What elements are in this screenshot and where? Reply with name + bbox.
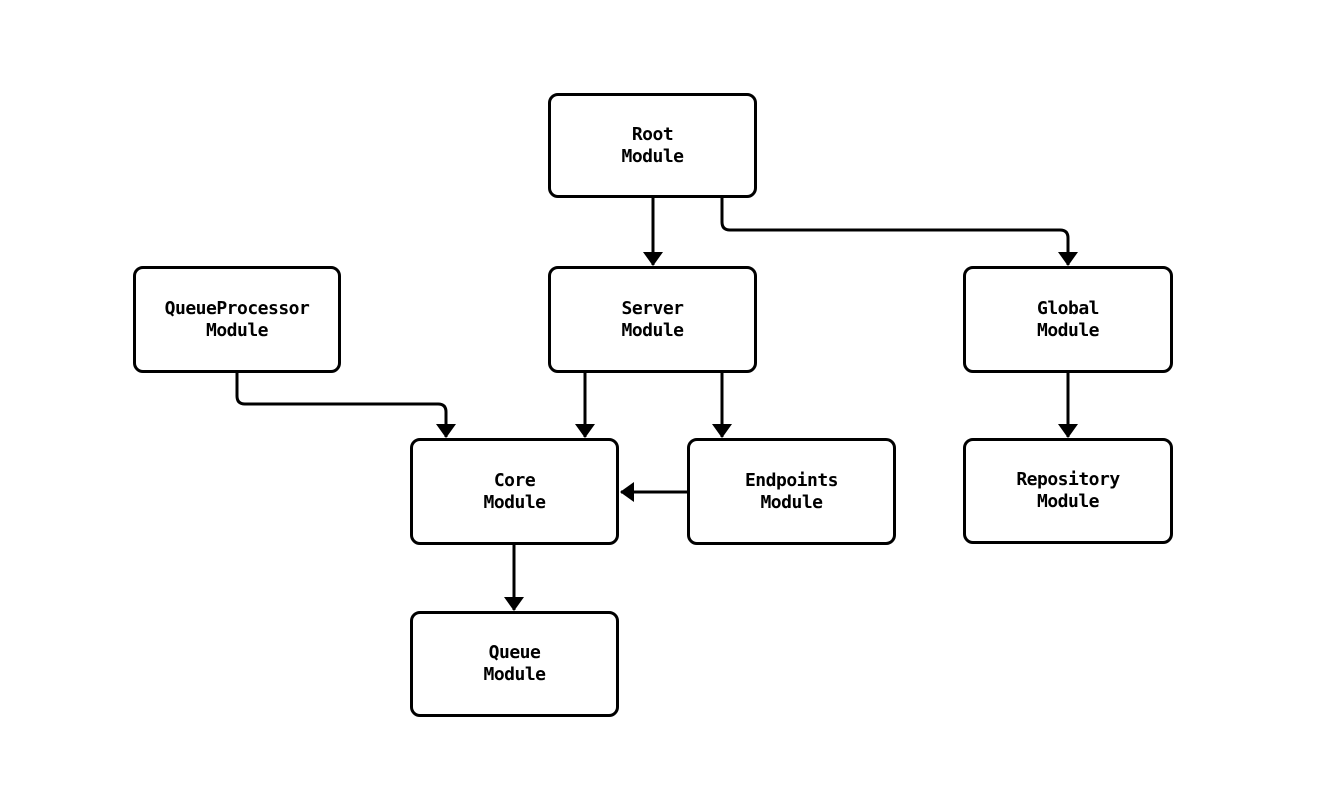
node-queueprocessor-module-label: QueueProcessor Module bbox=[164, 297, 310, 341]
node-queueprocessor-module: QueueProcessor Module bbox=[133, 266, 341, 373]
node-root-module: Root Module bbox=[548, 93, 757, 198]
edge-root-to-global bbox=[720, 198, 1078, 266]
node-server-module: Server Module bbox=[548, 266, 757, 373]
node-root-module-label: Root Module bbox=[621, 123, 684, 167]
node-queue-module: Queue Module bbox=[410, 611, 619, 717]
node-server-module-label: Server Module bbox=[621, 297, 684, 341]
node-core-module-label: Core Module bbox=[483, 469, 546, 513]
node-core-module: Core Module bbox=[410, 438, 619, 545]
node-endpoints-module: Endpoints Module bbox=[687, 438, 896, 545]
node-global-module-label: Global Module bbox=[1036, 297, 1100, 341]
node-global-module: Global Module bbox=[963, 266, 1173, 373]
node-queue-module-label: Queue Module bbox=[483, 642, 546, 685]
node-repository-module: Repository Module bbox=[963, 438, 1173, 544]
edge-queueprocessor-to-core bbox=[235, 373, 456, 438]
node-repository-module-label: Repository Module bbox=[1016, 469, 1120, 512]
node-endpoints-module-label: Endpoints Module bbox=[744, 469, 839, 513]
